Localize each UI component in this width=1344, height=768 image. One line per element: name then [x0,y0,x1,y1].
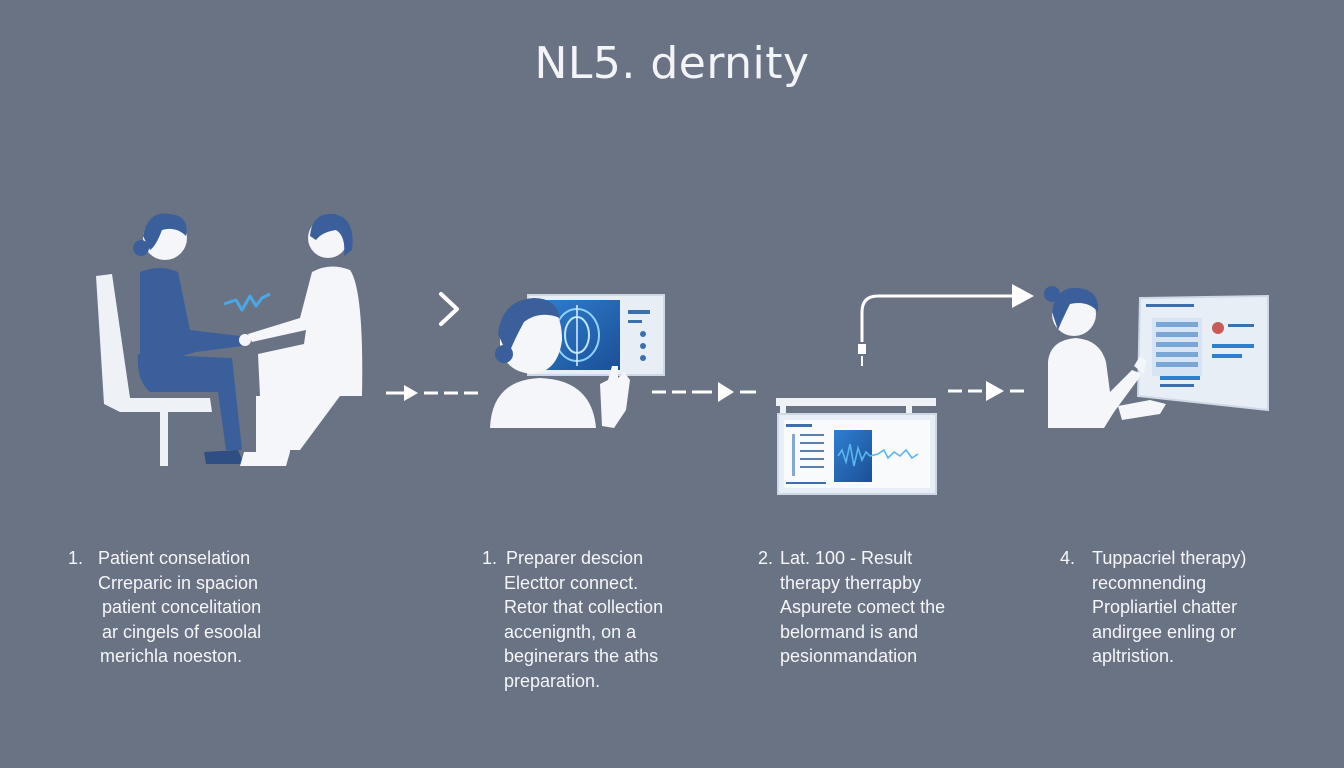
dashed-arrow-icon [652,382,756,402]
step-number: 4. [1060,548,1076,568]
waveform-icon [223,292,271,312]
step-line: merichla noeston. [100,646,243,666]
step-line: Retor that collection [504,597,664,617]
step-line: beginerars the aths [504,646,659,666]
step-number: 2. [758,548,774,568]
dashed-arrow-icon [948,381,1024,401]
step-number: 1. [68,548,84,568]
patient-figure [133,213,244,464]
elbow-arrow-icon [858,284,1034,366]
step-line: Propliartiel chatter [1092,597,1238,617]
step-line: recomnending [1092,572,1207,593]
dashed-arrow-icon [386,385,478,401]
step-heading: Patient conselation [98,548,251,568]
step-caption-1: 1. Patient conselation Crreparic in spaci… [68,546,261,669]
step-line: pesionmandation [780,646,918,666]
waveform-icon [837,443,919,467]
step-heading: Preparer descion [506,548,644,568]
consultation-scene [96,213,363,466]
step-line: preparation. [504,670,601,691]
therapy-scene [1044,286,1269,428]
step-number: 1. [482,548,498,568]
step-caption-3: 2. Lat. 100 - Result therapy therrapby As… [758,546,945,669]
step-line: apltristion. [1092,646,1175,666]
step-line: belormand is and [780,621,919,642]
results-scene [776,398,937,495]
step-line: Aspurete comect the [780,597,946,617]
chevron-right-icon [439,292,459,326]
step-line: accenignth, on a [504,621,637,642]
step-line: Electtor connect. [504,572,639,593]
step-caption-4: 4. Tuppacriel therapy) recomnending Propl… [1060,546,1246,669]
step-line: andirgee enling or [1092,621,1237,642]
doctor-figure [240,213,363,466]
step-heading: Lat. 100 - Result [780,548,913,568]
step-line: patient concelitation [102,597,262,617]
chair-icon [96,274,212,412]
preparation-scene [490,294,665,428]
step-line: therapy therrapby [780,572,922,593]
step-heading: Tuppacriel therapy) [1092,548,1247,568]
step-line: ar cingels of esoolal [102,621,262,642]
step-caption-2: 1. Preparer descion Electtor connect. Ret… [482,546,663,693]
step-line: Crreparic in spacion [98,572,259,593]
page-title: NL5. dernity [534,38,810,89]
